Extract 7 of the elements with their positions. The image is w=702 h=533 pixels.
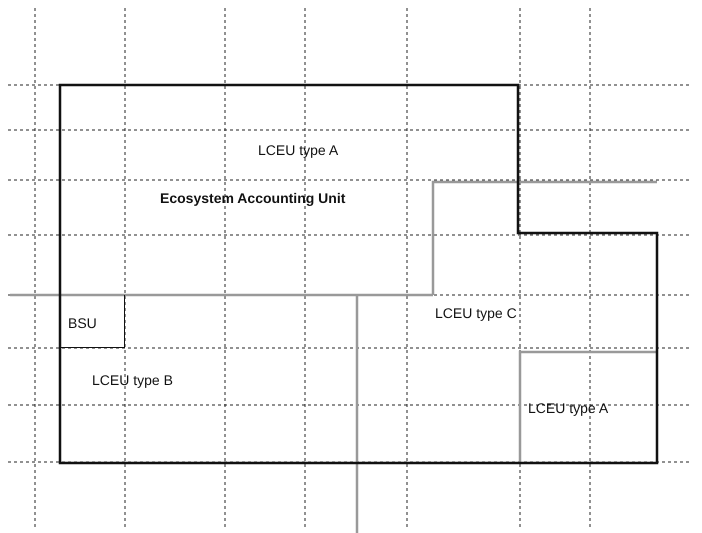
cell-label: BSU <box>68 315 97 331</box>
grid-cell <box>60 295 125 348</box>
region-label: LCEU type A <box>528 400 608 416</box>
region-label: LCEU type B <box>92 372 173 388</box>
region-label: LCEU type C <box>435 305 517 321</box>
region-label: LCEU type A <box>258 142 338 158</box>
unit-label: Ecosystem Accounting Unit <box>160 190 346 206</box>
